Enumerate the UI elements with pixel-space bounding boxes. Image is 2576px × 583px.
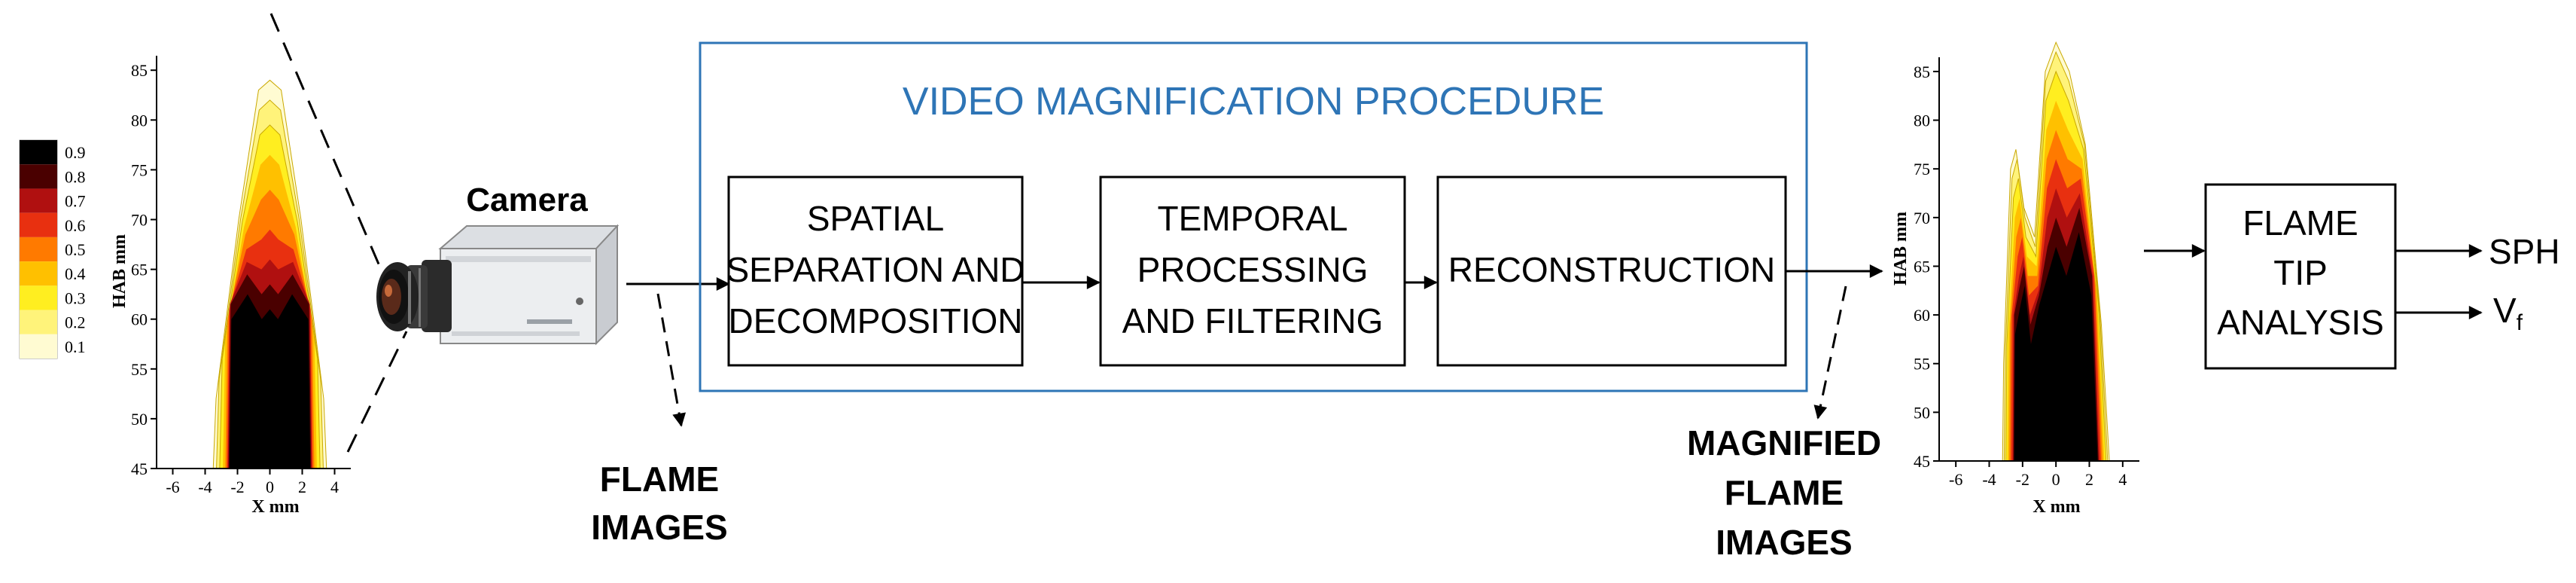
y-tick-label: 75: [131, 160, 148, 179]
flame-tip-analysis-box: FLAME TIP ANALYSIS: [2204, 183, 2397, 370]
x-tick-label: -4: [198, 478, 212, 496]
step-reconstruction-line1: RECONSTRUCTION: [1448, 250, 1775, 289]
colorbar-cell: [20, 140, 57, 165]
x-tick-label: -2: [2016, 470, 2029, 489]
y-tick-label: 70: [1914, 209, 1930, 227]
step-spatial-line3: DECOMPOSITION: [728, 301, 1022, 340]
y-tick-label: 65: [131, 261, 148, 279]
x-tick-label: 0: [2052, 470, 2060, 489]
x-tick-label: -6: [166, 478, 179, 496]
x-tick-label: -4: [1982, 470, 1996, 489]
step-temporal-line1: TEMPORAL: [1157, 199, 1347, 238]
colorbar-tick-label: 0.1: [65, 337, 86, 356]
x-tick-label: 0: [266, 478, 274, 496]
colorbar-tick-label: 0.7: [65, 192, 86, 211]
y-tick-label: 55: [131, 360, 148, 379]
output-vf-main: V: [2493, 291, 2517, 330]
step-temporal-box: TEMPORAL PROCESSING AND FILTERING: [1099, 176, 1406, 367]
magnified-label-line1: MAGNIFIED: [1687, 423, 1881, 462]
left-flame-plot: 85 80 75 70 65 60 55 50 45 -6 -4 -2 0 2 4 HAB mm X mm: [110, 56, 351, 517]
y-tick-label: 75: [1914, 160, 1930, 179]
step-spatial-line2: SEPARATION AND: [726, 250, 1025, 289]
x-tick-label: 4: [330, 478, 339, 496]
view-cone-line-top: [269, 13, 393, 295]
step-temporal-line3: AND FILTERING: [1122, 301, 1384, 340]
flame-contour-level: [2014, 232, 2098, 461]
y-tick-label: 45: [1914, 452, 1930, 471]
colorbar-cell: [20, 310, 57, 334]
right-plot-ylabel: HAB mm: [1891, 212, 1911, 285]
y-tick-label: 70: [131, 211, 148, 230]
y-tick-label: 45: [131, 459, 148, 478]
step-spatial-line1: SPATIAL: [807, 199, 944, 238]
step-spatial-box: SPATIAL SEPARATION AND DECOMPOSITION: [726, 176, 1025, 367]
colorbar-tick-label: 0.3: [65, 288, 86, 307]
colorbar-cell: [20, 188, 57, 213]
x-tick-label: 2: [2085, 470, 2093, 489]
y-tick-label: 55: [1914, 355, 1930, 374]
y-tick-label: 50: [131, 410, 148, 429]
left-plot-ylabel: HAB mm: [110, 234, 129, 308]
y-tick-label: 65: [1914, 257, 1930, 276]
x-tick-label: 2: [298, 478, 306, 496]
colorbar-tick-label: 0.9: [65, 143, 86, 162]
analysis-line1: FLAME: [2243, 203, 2358, 243]
colorbar-cell: [20, 237, 57, 262]
colorbar-tick-label: 0.4: [65, 264, 86, 283]
y-tick-label: 85: [131, 61, 148, 80]
procedure-frame: [699, 41, 1808, 392]
x-tick-label: -6: [1949, 470, 1962, 489]
colorbar-cell: [20, 164, 57, 189]
colorbar-tick-label: 0.8: [65, 167, 86, 186]
right-flame-plot: 85 80 75 70 65 60 55 50 45 -6 -4 -2 0 2 4 HAB mm X mm: [1891, 41, 2139, 517]
y-tick-label: 50: [1914, 403, 1930, 422]
flame-images-label-line1: FLAME: [600, 459, 719, 499]
step-temporal-line2: PROCESSING: [1137, 250, 1369, 289]
colorbar-cell: [20, 261, 57, 286]
colorbar-cell: [20, 334, 57, 359]
y-tick-label: 60: [1914, 306, 1930, 325]
y-tick-label: 85: [1914, 63, 1930, 81]
x-tick-label: 4: [2118, 470, 2127, 489]
output-sph-label: SPH: [2489, 232, 2560, 271]
colorbar-tick-label: 0.5: [65, 240, 86, 259]
x-tick-label: -2: [230, 478, 244, 496]
arrow-magnified-images: [1813, 285, 1847, 420]
y-tick-label: 80: [131, 111, 148, 130]
magnified-label-line3: IMAGES: [1716, 523, 1852, 562]
colorbar-cell: [20, 212, 57, 237]
procedure-title: VIDEO MAGNIFICATION PROCEDURE: [903, 80, 1604, 124]
y-tick-label: 60: [131, 310, 148, 329]
output-vf-sub: f: [2517, 310, 2523, 335]
flame-images-label-line2: IMAGES: [591, 508, 727, 547]
analysis-line3: ANALYSIS: [2217, 303, 2384, 342]
colorbar-tick-label: 0.2: [65, 313, 86, 332]
y-tick-label: 80: [1914, 111, 1930, 130]
analysis-line2: TIP: [2273, 253, 2328, 292]
step-reconstruction-box: RECONSTRUCTION: [1436, 176, 1787, 367]
colorbar-tick-label: 0.6: [65, 216, 86, 235]
magnified-label-line2: FLAME: [1725, 473, 1844, 512]
flame-contour-level: [229, 294, 311, 469]
arrow-flame-images: [656, 293, 687, 427]
output-vf-label: Vf: [2493, 291, 2523, 335]
camera-icon: [376, 224, 620, 346]
colorbar-cell: [20, 285, 57, 310]
view-cone-line-bottom: [346, 331, 408, 453]
right-plot-xlabel: X mm: [2032, 497, 2080, 517]
left-plot-xlabel: X mm: [251, 497, 299, 517]
colorbar: 0.9 0.8 0.7 0.6 0.5 0.4 0.3 0.2 0.1: [19, 139, 86, 359]
camera-label: Camera: [466, 182, 588, 218]
